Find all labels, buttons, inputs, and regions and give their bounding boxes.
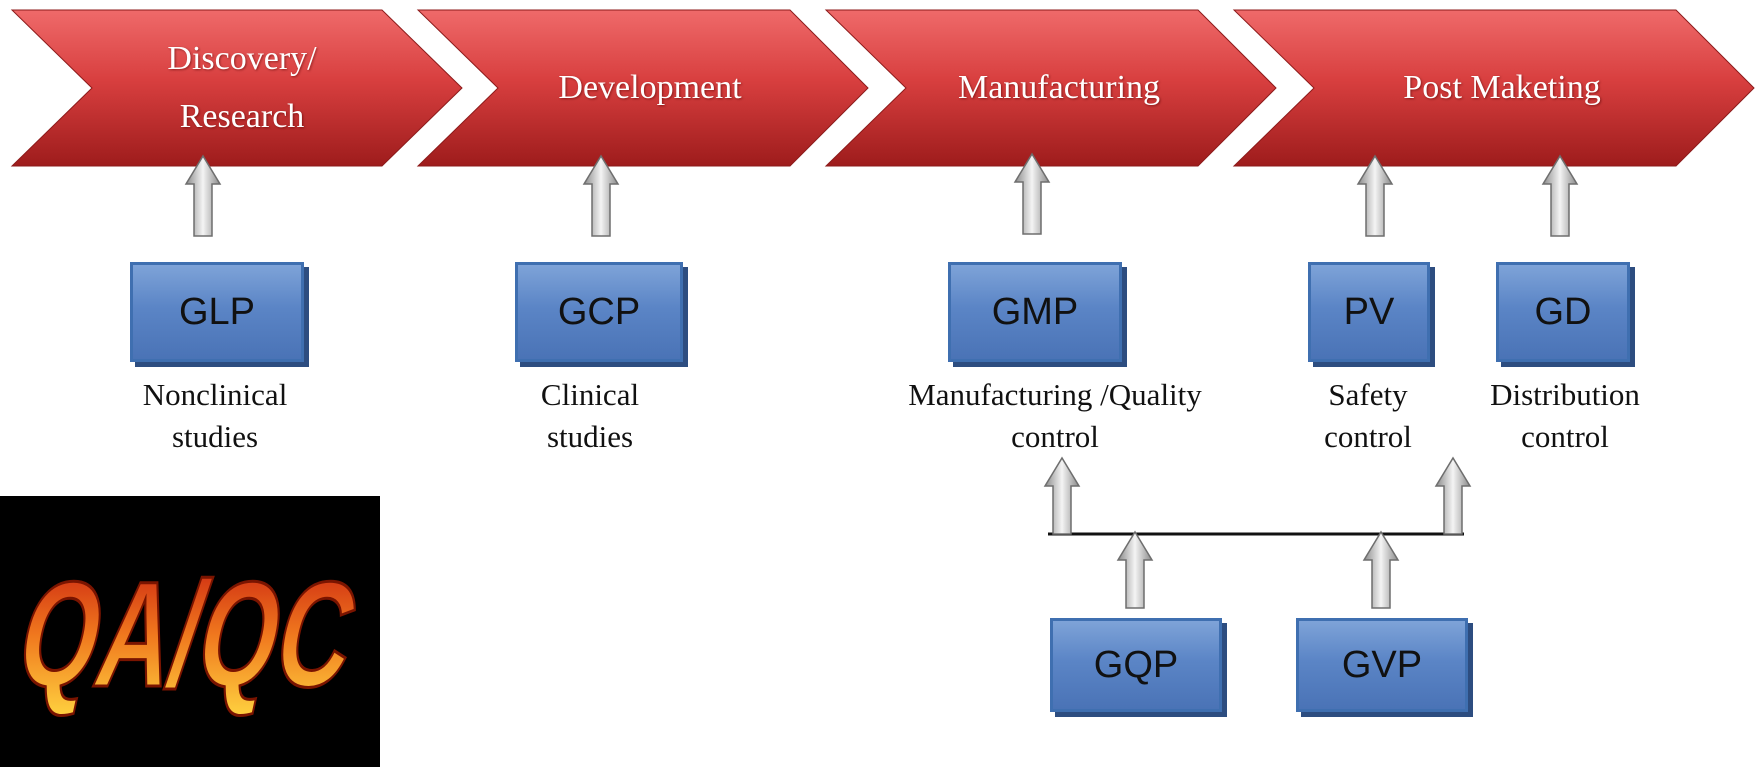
arrow-up-gmp <box>1013 152 1051 235</box>
stage-label-post-marketing: Post Maketing <box>1403 69 1601 106</box>
arrow-up-gd <box>1541 154 1579 237</box>
box-pv: PV <box>1308 262 1430 362</box>
arrow-up-gcp <box>582 154 620 237</box>
box-gvp: GVP <box>1296 618 1468 712</box>
chevron-discovery <box>10 9 463 167</box>
connector-arrows <box>1043 456 1472 609</box>
qa-qc-logo-text: QA/QC <box>5 552 371 719</box>
stage-label-manufacturing: Manufacturing <box>957 69 1161 106</box>
arrow-up-from-gvp <box>1362 530 1400 609</box>
caption-gcp: Clinical studies <box>540 377 640 454</box>
arrow-up-pv <box>1356 154 1394 237</box>
chevron-post-marketing <box>1232 9 1755 167</box>
box-gqp: GQP <box>1050 618 1222 712</box>
box-gmp: GMP <box>948 262 1122 362</box>
box-glp: GLP <box>130 262 304 362</box>
stage-label-development: Development <box>558 69 742 106</box>
arrow-up-glp <box>184 154 222 237</box>
stage-chevrons <box>10 9 1755 167</box>
arrow-up-to-gd-caption <box>1434 456 1472 535</box>
qa-qc-logo: QA/QC <box>0 496 380 767</box>
stage-label-discovery: Discovery/ Research <box>167 40 317 135</box>
box-gcp: GCP <box>515 262 683 362</box>
chevron-development <box>416 9 869 167</box>
chevron-manufacturing <box>824 9 1277 167</box>
arrow-up-from-gqp <box>1116 530 1154 609</box>
up-arrows <box>184 152 1579 237</box>
box-gd: GD <box>1496 262 1630 362</box>
caption-pv: Safety control <box>1324 377 1412 454</box>
arrow-up-to-gmp-caption <box>1043 456 1081 535</box>
caption-gmp: Manufacturing /Quality control <box>908 377 1202 454</box>
caption-gd: Distribution control <box>1490 377 1640 454</box>
qa-qc-logo-art: QA/QC <box>4 550 373 720</box>
caption-glp: Nonclinical studies <box>142 377 288 454</box>
